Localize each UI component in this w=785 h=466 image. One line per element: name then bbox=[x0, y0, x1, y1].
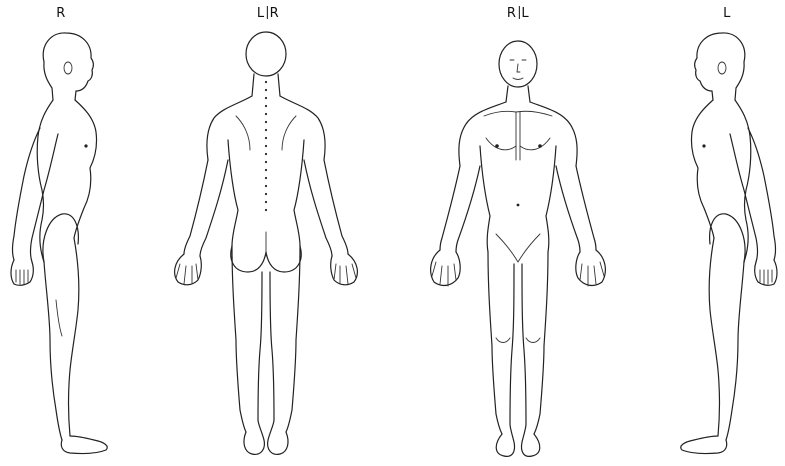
figure-front bbox=[431, 41, 606, 456]
figure-left-side bbox=[681, 33, 777, 454]
spine-dots bbox=[265, 81, 267, 211]
figure-back bbox=[175, 32, 358, 454]
figure-right-side bbox=[11, 33, 107, 454]
